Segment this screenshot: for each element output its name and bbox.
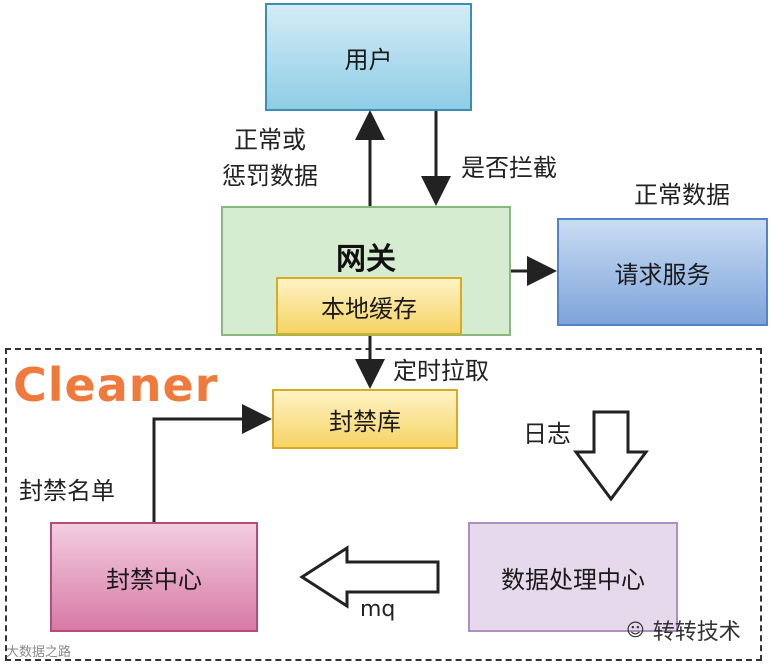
mq-label: mq: [360, 597, 396, 622]
intercept-label: 是否拦截: [461, 154, 557, 182]
user-label: 用户: [344, 45, 393, 74]
log-label: 日志: [523, 420, 571, 448]
ban-center-label: 封禁中心: [106, 565, 202, 594]
local-cache-node: 本地缓存: [276, 277, 462, 335]
request-service-node: 请求服务: [557, 218, 768, 326]
wechat-icon: ☺: [626, 619, 645, 641]
timed-pull-label: 定时拉取: [393, 357, 489, 385]
cleaner-group-border: [5, 348, 762, 661]
ban-library-node: 封禁库: [272, 389, 458, 449]
user-node: 用户: [265, 3, 472, 111]
data-processing-center-node: 数据处理中心: [468, 522, 678, 632]
cleaner-group-title: Cleaner: [13, 358, 219, 412]
normal-or-penalty-line1: 正常或: [234, 126, 306, 154]
watermark-right: ☺ 转转技术: [626, 614, 741, 646]
watermark-left: 大数据之路: [6, 645, 72, 660]
local-cache-label: 本地缓存: [321, 294, 417, 323]
ban-library-label: 封禁库: [329, 407, 401, 436]
ban-center-node: 封禁中心: [50, 522, 258, 632]
normal-or-penalty-label: 正常或 惩罚数据: [222, 122, 318, 194]
ban-center-to-ban-library-arrow: [152, 404, 272, 522]
mq-hollow-arrow: [299, 545, 440, 609]
watermark-right-text: 转转技术: [652, 620, 741, 645]
normal-data-label: 正常数据: [634, 181, 730, 209]
ban-list-label: 封禁名单: [19, 477, 115, 505]
gateway-label: 网关: [336, 242, 396, 277]
log-hollow-arrow: [573, 410, 649, 502]
data-processing-center-label: 数据处理中心: [501, 565, 645, 594]
normal-or-penalty-line2: 惩罚数据: [222, 162, 318, 190]
request-service-label: 请求服务: [614, 260, 711, 289]
